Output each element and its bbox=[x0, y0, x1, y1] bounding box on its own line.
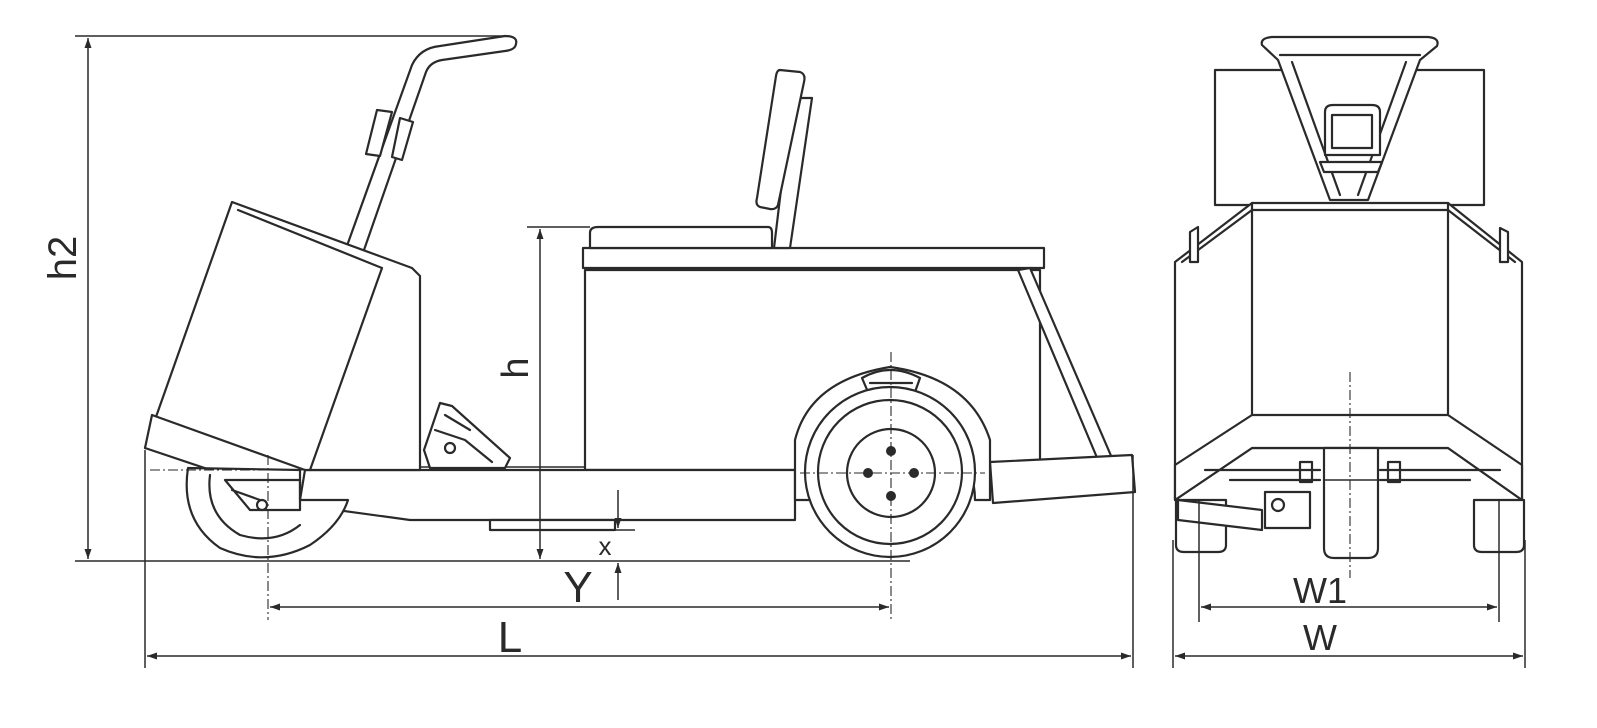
suspension-spring bbox=[860, 368, 922, 394]
dimension-W: W bbox=[1172, 540, 1526, 668]
seat-back bbox=[755, 68, 806, 211]
L-label: L bbox=[498, 613, 522, 662]
W-label: W bbox=[1303, 617, 1337, 658]
rear-bumper bbox=[988, 453, 1137, 505]
seat bbox=[588, 68, 814, 250]
front-steer-wheel bbox=[1322, 446, 1380, 560]
skid-plate bbox=[488, 518, 617, 532]
rear-wheel bbox=[793, 352, 992, 620]
side-view: h2 h x Y L bbox=[41, 34, 1137, 668]
dimension-h: h bbox=[495, 226, 590, 559]
dimension-Y: Y bbox=[270, 563, 889, 612]
front-wheel bbox=[185, 466, 350, 559]
tiller-display bbox=[1323, 103, 1382, 157]
chassis-rail bbox=[298, 468, 797, 522]
x-label: x bbox=[599, 531, 612, 561]
h2-label: h2 bbox=[41, 236, 85, 281]
seat-cushion bbox=[588, 225, 774, 250]
Y-label: Y bbox=[563, 563, 592, 612]
dimension-x: x bbox=[575, 490, 635, 600]
pedals bbox=[422, 401, 512, 470]
tiller-front bbox=[1260, 35, 1439, 202]
dimension-h2: h2 bbox=[41, 35, 505, 559]
h-label: h bbox=[495, 357, 537, 378]
W1-label: W1 bbox=[1293, 570, 1347, 611]
seat-deck bbox=[581, 246, 1046, 270]
front-view: W1 W bbox=[1172, 35, 1526, 668]
tiller-switch bbox=[364, 108, 394, 158]
chassis bbox=[298, 466, 797, 532]
dimension-L: L bbox=[144, 450, 1134, 668]
front-cowl bbox=[143, 200, 422, 502]
tiller-handle bbox=[346, 34, 518, 252]
dimension-W1: W1 bbox=[1198, 500, 1500, 622]
front-body bbox=[1173, 201, 1524, 502]
